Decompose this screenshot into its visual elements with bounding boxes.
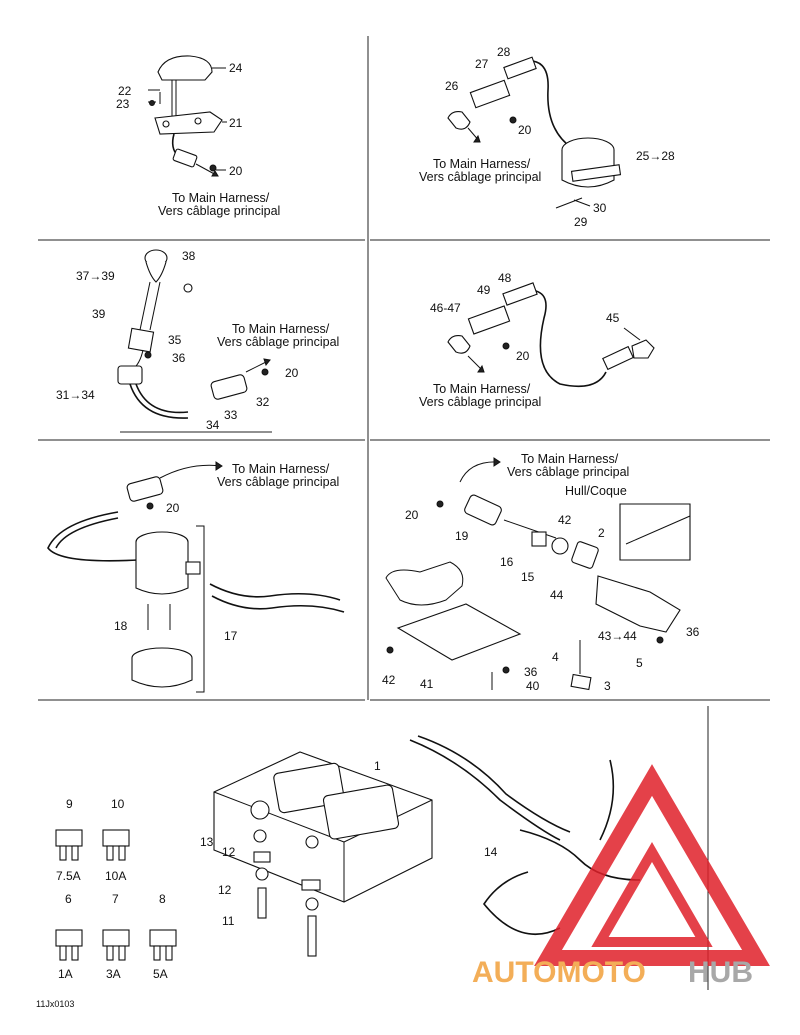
harness-caption-fr-p3: Vers câblage principal	[217, 335, 339, 349]
watermark-mark-inner	[591, 842, 713, 947]
callout-42-top: 42	[558, 513, 572, 527]
callout-36-a: 36	[686, 625, 700, 639]
callout-29: 29	[574, 215, 588, 229]
fuse-10: 10 10A	[102, 797, 130, 883]
harness-caption-fr-p5: Vers câblage principal	[217, 475, 339, 489]
fuse-rating: 10A	[105, 869, 126, 883]
callout-17: 17	[224, 629, 238, 643]
fuse-number: 7	[112, 892, 119, 906]
watermark-text-b: HUB	[688, 956, 753, 989]
fuse-rating: 7.5A	[56, 869, 81, 883]
callout-38: 38	[182, 249, 196, 263]
callout-5: 5	[636, 656, 643, 670]
callout-23: 23	[116, 97, 130, 111]
fuse-rating: 1A	[58, 967, 73, 981]
callout-49: 49	[477, 283, 491, 297]
callout-20-p4: 20	[516, 349, 530, 363]
callout-22: 22	[118, 84, 132, 98]
harness-caption-en-p3: To Main Harness/	[232, 322, 330, 336]
callout-20-p5: 20	[166, 501, 180, 515]
harness-caption-fr: Vers câblage principal	[158, 204, 280, 218]
automotohub-watermark: AUTOMOTO HUB	[472, 764, 770, 989]
fuse-rating: 5A	[153, 967, 168, 981]
fuse-number: 6	[65, 892, 72, 906]
harness-caption-fr-p2: Vers câblage principal	[419, 170, 541, 184]
panel-separators	[38, 36, 770, 990]
fuse-7: 7 3A	[102, 892, 130, 981]
callout-48: 48	[498, 271, 512, 285]
callout-27: 27	[475, 57, 489, 71]
callout-42-bottom: 42	[382, 673, 396, 687]
harness-caption-en: To Main Harness/	[172, 191, 270, 205]
panel-beacon-light: 24 22 23 21 20 To Main Harness/ Vers câb…	[116, 55, 280, 218]
fuse-number: 10	[111, 797, 125, 811]
callout-12-a: 12	[222, 845, 236, 859]
callout-26: 26	[445, 79, 459, 93]
harness-caption-en-p6: To Main Harness/	[521, 452, 619, 466]
callout-4: 4	[552, 650, 559, 664]
callout-35: 35	[168, 333, 182, 347]
watermark-text-a: AUTOMOTO	[472, 956, 646, 989]
callout-18: 18	[114, 619, 128, 633]
callout-20-p3: 20	[285, 366, 299, 380]
callout-14: 14	[484, 845, 498, 859]
harness-caption-en-p2: To Main Harness/	[433, 157, 531, 171]
callout-19: 19	[455, 529, 469, 543]
harness-caption-en-p5: To Main Harness/	[232, 462, 330, 476]
callout-37-39: 37→39	[76, 269, 115, 283]
callout-25-28: 25→28	[636, 149, 675, 163]
fuse-6: 6 1A	[55, 892, 83, 981]
callout-33: 33	[224, 408, 238, 422]
callout-45: 45	[606, 311, 620, 325]
panel-horn: 28 27 26 20 25→28 30 29 To Main Harness/…	[419, 45, 675, 229]
callout-21: 21	[229, 116, 243, 130]
fuse-set: 9 7.5A 10 10A 6 1A 7 3A 8	[55, 797, 177, 981]
harness-caption-fr-p6: Vers câblage principal	[507, 465, 629, 479]
hull-caption: Hull/Coque	[565, 484, 627, 498]
callout-44: 44	[550, 588, 564, 602]
fuse-8: 8 5A	[149, 892, 177, 981]
panel-hull-mount: To Main Harness/ Vers câblage principal …	[382, 452, 700, 693]
callout-32: 32	[256, 395, 270, 409]
callout-31-34: 31→34	[56, 388, 95, 402]
callout-1: 1	[374, 759, 381, 773]
callout-30: 30	[593, 201, 607, 215]
callout-3: 3	[604, 679, 611, 693]
figure-code: 11Jx0103	[36, 999, 74, 1009]
callout-2: 2	[598, 526, 605, 540]
callout-11: 11	[222, 914, 235, 928]
harness-caption-fr-p4: Vers câblage principal	[419, 395, 541, 409]
panel-nav-light: 37→39 38 39 35 36 20 31→34 32 33 34 To M…	[56, 249, 339, 432]
callout-15: 15	[521, 570, 535, 584]
fuse-rating: 3A	[106, 967, 121, 981]
callout-40: 40	[526, 679, 540, 693]
callout-46-47: 46-47	[430, 301, 461, 315]
panel-sensor: 48 49 46-47 45 20 To Main Harness/ Vers …	[419, 271, 655, 409]
callout-43-44: 43→44	[598, 629, 637, 643]
callout-41: 41	[420, 677, 434, 691]
callout-20-p2: 20	[518, 123, 532, 137]
callout-39: 39	[92, 307, 106, 321]
fuse-number: 8	[159, 892, 166, 906]
panel-bilge-pump: 20 18 17 To Main Harness/ Vers câblage p…	[47, 461, 345, 693]
fuse-9: 9 7.5A	[55, 797, 83, 883]
fuse-number: 9	[66, 797, 73, 811]
callout-20-p6: 20	[405, 508, 419, 522]
callout-24: 24	[229, 61, 243, 75]
callout-36: 36	[172, 351, 186, 365]
callout-12-b: 12	[218, 883, 232, 897]
callout-36-b: 36	[524, 665, 538, 679]
callout-13: 13	[200, 835, 214, 849]
callout-34: 34	[206, 418, 220, 432]
callout-20: 20	[229, 164, 243, 178]
watermark-mark-outer	[534, 764, 770, 966]
panel-fuse-box: 1 13 12 12 11 14	[200, 735, 641, 957]
callout-28: 28	[497, 45, 511, 59]
harness-caption-en-p4: To Main Harness/	[433, 382, 531, 396]
callout-16: 16	[500, 555, 514, 569]
